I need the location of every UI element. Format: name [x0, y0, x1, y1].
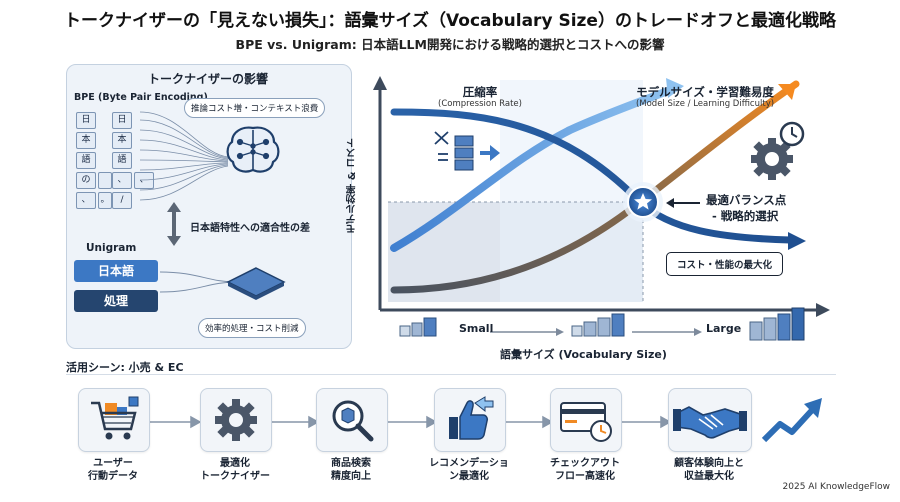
gear-icon: [215, 399, 257, 441]
efficient-chip-icon: [226, 267, 286, 300]
compression-falling-arrow: [788, 232, 806, 250]
unigram-token: 処理: [74, 290, 158, 312]
bpe-token: 本: [76, 132, 96, 149]
y-axis-arrow: [373, 76, 387, 90]
tradeoff-chart: [373, 76, 830, 341]
y-axis-label: モデル効率 & コスト: [347, 138, 358, 234]
flow-step-recommendation: [434, 388, 506, 452]
bpe-token: [98, 172, 112, 189]
optimal-pointer-head: [666, 198, 674, 208]
compression-icon: [434, 131, 500, 171]
bpe-label: BPE (Byte Pair Encoding): [74, 92, 208, 103]
unigram-label: Unigram: [86, 242, 137, 254]
x-small-label: Small: [459, 322, 494, 335]
magnifier-box-icon: [332, 400, 374, 442]
x-axis-arrow: [816, 303, 830, 317]
compression-rising-arrow: [666, 78, 684, 98]
footer-credit: 2025 AI KnowledgeFlow: [782, 482, 890, 492]
flow-step-label: 最適化トークナイザー: [200, 458, 270, 482]
thumbs-up-icon: [449, 396, 494, 440]
flow-step-tokenizer: [200, 388, 272, 452]
flow-arrows: [148, 415, 672, 429]
credit-card-icon: [560, 402, 612, 442]
bpe-token: 日: [112, 112, 132, 129]
optimal-point-label: 最適バランス点: [706, 193, 787, 207]
compression-label: 圧縮率: [462, 85, 498, 99]
flow-step-label: 顧客体験向上と収益最大化: [674, 458, 744, 482]
bpe-effect-pill: 推論コスト増・コンテキスト浪費: [184, 98, 326, 118]
size-arrow-1-head: [556, 328, 564, 336]
star-icon: [634, 193, 652, 210]
flow-step-label: チェックアウトフロー高速化: [550, 458, 620, 482]
maximize-pill: コスト・性能の最大化: [666, 252, 784, 276]
unigram-effect-pill: 効率的処理・コスト削減: [198, 318, 306, 338]
fit-difference-label: 日本語特性への適合性の差: [190, 223, 310, 234]
flow-step-label: レコメンデーション最適化: [429, 458, 509, 482]
tokenizer-impact-title: トークナイザーの影響: [147, 72, 268, 86]
model-size-arrow: [778, 84, 796, 100]
x-axis-label: 語彙サイズ (Vocabulary Size): [500, 348, 667, 361]
compression-rising-curve: [390, 86, 674, 252]
growth-arrow-icon: [761, 398, 822, 443]
bpe-token: 語: [76, 152, 96, 169]
flow-step-checkout: [550, 388, 622, 452]
bpe-token: 本: [112, 132, 132, 149]
brain-icon: [226, 126, 280, 173]
bpe-token: 、: [112, 172, 132, 189]
bpe-token: 、: [76, 192, 96, 209]
bpe-token: 。: [98, 192, 112, 209]
double-arrow-icon: [167, 202, 181, 246]
bpe-fan-lines: [139, 111, 229, 201]
optimal-point-sublabel: - 戦略的選択: [712, 209, 779, 223]
flow-step-revenue: [668, 388, 752, 452]
medium-vocab-blocks-icon: [571, 313, 625, 337]
unigram-token: 日本語: [74, 260, 158, 282]
model-size-sublabel: (Model Size / Learning Difficulty): [635, 99, 775, 109]
handshake-icon: [673, 406, 747, 439]
compression-falling-curve: [390, 108, 794, 244]
small-vocab-blocks-icon: [399, 317, 437, 337]
shopping-cart-icon: [91, 396, 139, 440]
page-title: トークナイザーの「見えない損失」：語彙サイズ（Vocabulary Size）の…: [64, 11, 836, 31]
use-case-title: 活用シーン: 小売 & EC: [66, 361, 184, 374]
page-subtitle: BPE vs. Unigram: 日本語LLM開発における戦略的選択とコストへの…: [235, 37, 665, 52]
flow-step-label: ユーザー行動データ: [88, 458, 138, 482]
use-case-divider: [66, 374, 836, 375]
x-large-label: Large: [706, 322, 742, 335]
bpe-token: 語: [112, 152, 132, 169]
bpe-token: /: [112, 192, 132, 209]
flow-step-user-data: [78, 388, 150, 452]
gear-clock-icon: [751, 121, 805, 180]
flow-step-search: [316, 388, 388, 452]
bpe-token: の: [76, 172, 96, 189]
flow-step-label: 商品検索精度向上: [331, 458, 371, 482]
bpe-token: 日: [76, 112, 96, 129]
large-vocab-blocks-icon: [749, 307, 805, 341]
size-arrow-2-head: [694, 328, 702, 336]
model-size-label: モデルサイズ・学習難易度: [636, 85, 774, 99]
compression-sublabel: (Compression Rate): [438, 99, 522, 109]
